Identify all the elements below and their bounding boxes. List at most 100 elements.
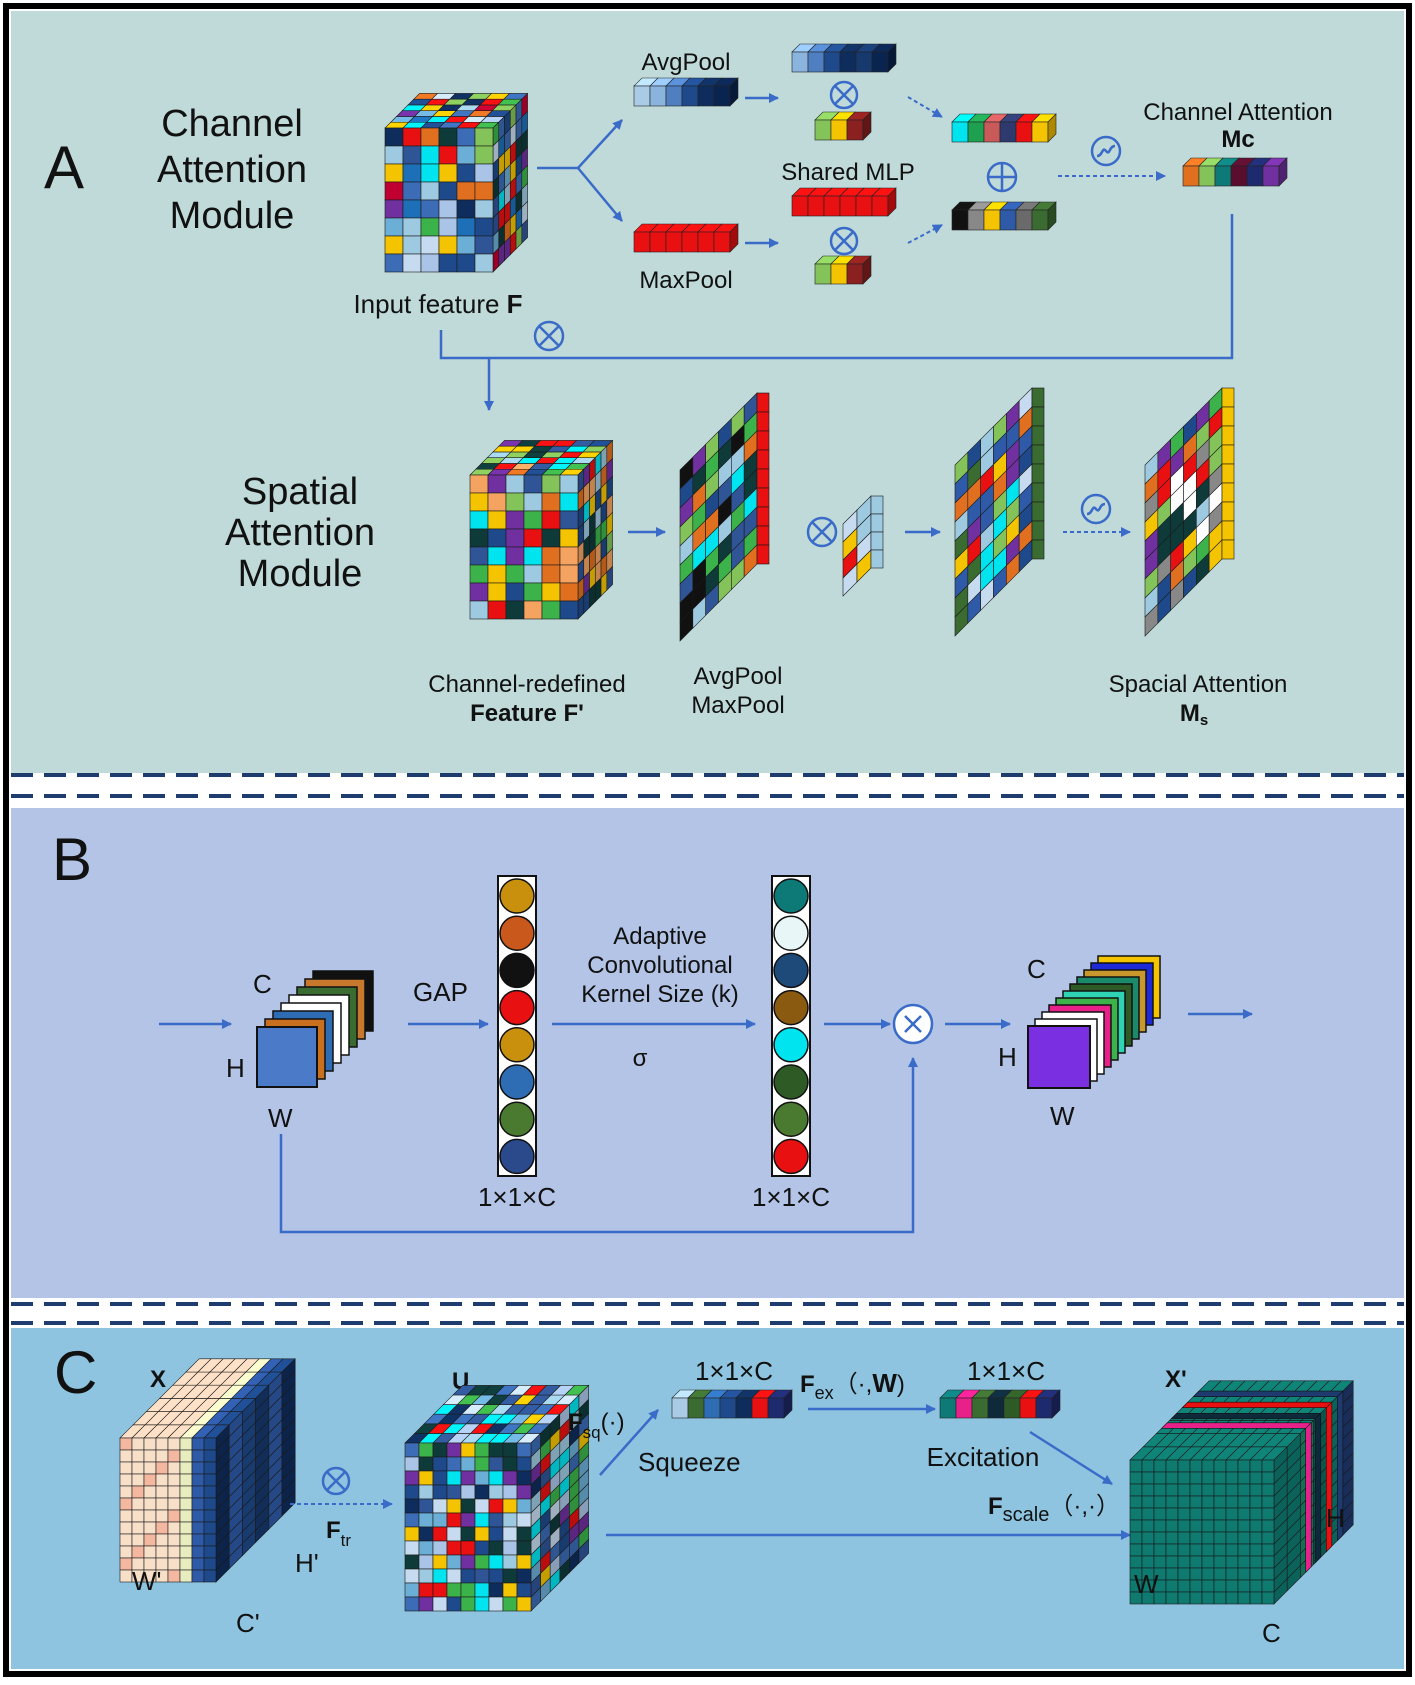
cube-cell bbox=[1165, 1567, 1179, 1581]
cube-cell bbox=[1153, 1471, 1167, 1485]
cube-cell bbox=[119, 1461, 133, 1475]
input-h-label: H bbox=[226, 1053, 245, 1083]
bar-cell bbox=[1182, 165, 1200, 187]
cube-cell bbox=[474, 127, 494, 147]
cube-cell bbox=[432, 1498, 448, 1514]
spatial-module-title-2: Attention bbox=[225, 512, 375, 554]
cube-cell bbox=[487, 582, 507, 602]
bar-cell bbox=[1246, 165, 1264, 187]
channel-module-title-3: Module bbox=[170, 195, 295, 237]
bar-cell bbox=[633, 85, 651, 107]
cube-cell bbox=[1237, 1591, 1251, 1605]
bar-cell bbox=[830, 263, 848, 285]
cube-cell bbox=[446, 1470, 462, 1486]
channel-weight bbox=[499, 915, 535, 951]
cube-cell bbox=[516, 1526, 532, 1542]
cube-cell bbox=[131, 1509, 145, 1523]
cube-cell bbox=[1225, 1459, 1239, 1473]
cube-cell bbox=[143, 1497, 157, 1511]
cube-cell bbox=[402, 163, 422, 183]
cube-cell bbox=[1201, 1507, 1215, 1521]
cube-cell bbox=[1237, 1459, 1251, 1473]
cube-cell bbox=[1177, 1471, 1191, 1485]
u-cube bbox=[404, 1384, 590, 1612]
slab-edge bbox=[756, 525, 770, 546]
cube-cell bbox=[1249, 1555, 1263, 1569]
cube-cell bbox=[1189, 1519, 1203, 1533]
cube-cell bbox=[1189, 1483, 1203, 1497]
spatial-module-title-1: Spatial bbox=[242, 471, 358, 513]
cube-cell bbox=[505, 582, 525, 602]
slab-edge bbox=[1221, 482, 1235, 503]
cube-cell bbox=[384, 217, 404, 237]
bar-cell bbox=[671, 1397, 689, 1419]
cube-cell bbox=[516, 1554, 532, 1570]
cube-cell bbox=[474, 145, 494, 165]
spatial-module-title-3: Module bbox=[238, 553, 363, 595]
cube-cell bbox=[469, 474, 489, 494]
cube-cell bbox=[1237, 1531, 1251, 1545]
cube-cell bbox=[432, 1512, 448, 1528]
cube-cell bbox=[541, 492, 561, 512]
cube-cell bbox=[521, 218, 528, 244]
cube-cell bbox=[432, 1456, 448, 1472]
cube-cell bbox=[432, 1442, 448, 1458]
cube-cell bbox=[131, 1521, 145, 1535]
slab-edge bbox=[870, 531, 884, 551]
cube-cell bbox=[1249, 1483, 1263, 1497]
bar-cell bbox=[887, 187, 897, 217]
channel-attention-symbol: Mc bbox=[1221, 126, 1254, 153]
spatial-attention-label: Spacial Attention bbox=[1109, 671, 1288, 698]
channel-weight bbox=[499, 878, 535, 914]
input-x-cube bbox=[119, 1358, 296, 1583]
channel-stripe-top bbox=[1181, 1401, 1333, 1409]
cube-cell bbox=[1177, 1579, 1191, 1593]
cube-cell bbox=[384, 127, 404, 147]
cube-cell bbox=[203, 1437, 217, 1451]
cube-cell bbox=[460, 1554, 476, 1570]
sigmoid-icon bbox=[1090, 135, 1122, 167]
cube-cell bbox=[1165, 1555, 1179, 1569]
cube-cell bbox=[516, 1456, 532, 1472]
cube-cell bbox=[488, 1554, 504, 1570]
cube-cell bbox=[191, 1557, 205, 1571]
cube-cell bbox=[502, 1442, 518, 1458]
cube-cell bbox=[1153, 1507, 1167, 1521]
multiply-icon bbox=[892, 1003, 934, 1045]
cube-cell bbox=[1249, 1591, 1263, 1605]
cube-cell bbox=[1225, 1591, 1239, 1605]
conv-vector bbox=[771, 875, 811, 1177]
cube-cell bbox=[487, 474, 507, 494]
cube-cell bbox=[119, 1497, 133, 1511]
adaptive-label-2: Convolutional bbox=[587, 952, 732, 979]
bar-cell bbox=[791, 195, 809, 217]
cube-cell bbox=[469, 528, 489, 548]
cube-cell bbox=[119, 1545, 133, 1559]
slab-edge bbox=[1221, 501, 1235, 522]
cube-cell bbox=[469, 564, 489, 584]
input-feature-stack bbox=[256, 970, 374, 1088]
channel-weight bbox=[499, 1101, 535, 1137]
hprime-label: H' bbox=[295, 1548, 319, 1578]
cube-cell bbox=[474, 1442, 490, 1458]
cube-cell bbox=[420, 127, 440, 147]
bar-cell bbox=[999, 209, 1017, 231]
gap-label: GAP bbox=[413, 977, 468, 1007]
cube-cell bbox=[1213, 1591, 1227, 1605]
channel-weight bbox=[499, 1027, 535, 1063]
channel-weight bbox=[499, 1064, 535, 1100]
cube-cell bbox=[474, 181, 494, 201]
shared-mlp-label: Shared MLP bbox=[781, 159, 914, 186]
cube-cell bbox=[1153, 1459, 1167, 1473]
cube-cell bbox=[1261, 1519, 1275, 1533]
cube-cell bbox=[1249, 1495, 1263, 1509]
cube-cell bbox=[143, 1521, 157, 1535]
cube-cell bbox=[402, 127, 422, 147]
cube-cell bbox=[420, 199, 440, 219]
cube-cell bbox=[474, 199, 494, 219]
cube-cell bbox=[523, 510, 543, 530]
cube-cell bbox=[418, 1554, 434, 1570]
cube-cell bbox=[559, 600, 579, 620]
channel-attention-vector bbox=[1182, 157, 1288, 187]
cube-cell bbox=[418, 1596, 434, 1612]
